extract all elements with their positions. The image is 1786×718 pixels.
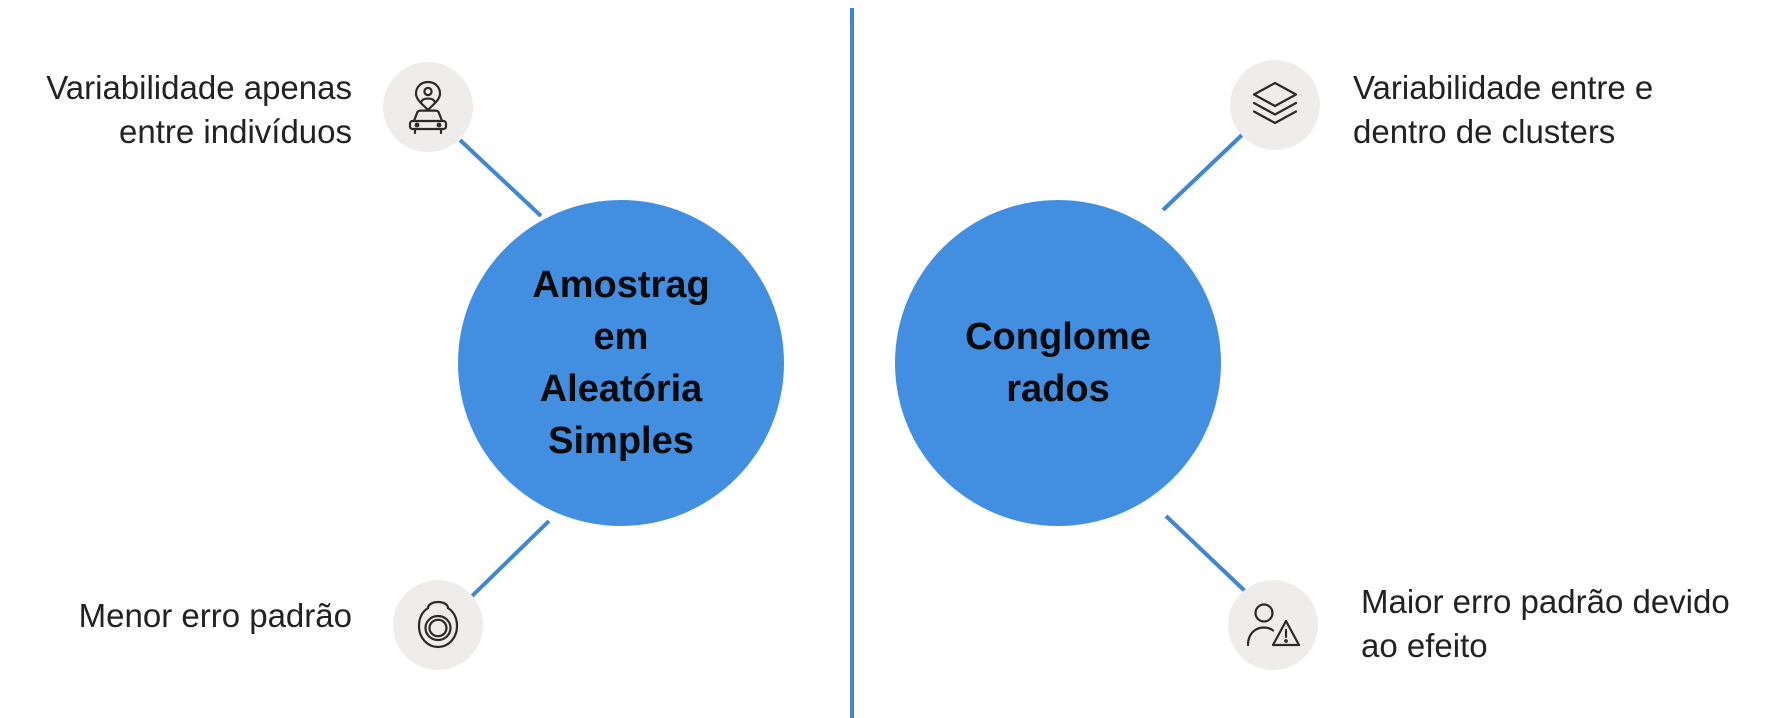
badge-top-left bbox=[383, 62, 473, 152]
connector-top-right bbox=[1161, 131, 1246, 212]
layers-icon bbox=[1249, 79, 1301, 131]
item-label-top-right-line-2: dentro de clusters bbox=[1353, 113, 1616, 150]
ring-icon bbox=[415, 599, 461, 651]
item-label-top-right-line-1: Variabilidade entre e bbox=[1353, 69, 1654, 106]
center-divider bbox=[850, 8, 854, 718]
hub-cluster-sampling: Conglome rados bbox=[895, 200, 1221, 526]
item-label-top-right: Variabilidade entre e dentro de clusters bbox=[1353, 66, 1653, 154]
item-label-top-left-line-2: entre indivíduos bbox=[119, 113, 352, 150]
item-label-bottom-left: Menor erro padrão bbox=[79, 594, 352, 638]
connector-bottom-right bbox=[1164, 514, 1248, 594]
hub-left-line-2: em bbox=[593, 316, 649, 358]
badge-top-right bbox=[1230, 60, 1320, 150]
hub-right-line-2: rados bbox=[1006, 368, 1110, 410]
hub-left-line-1: Amostrag bbox=[532, 264, 710, 306]
hub-left-line-3: Aleatória bbox=[539, 368, 703, 410]
badge-bottom-right bbox=[1228, 580, 1318, 670]
badge-bottom-left bbox=[393, 580, 483, 670]
item-label-bottom-left-line-1: Menor erro padrão bbox=[78, 597, 352, 634]
hub-label-left: Amostrag em Aleatória Simples bbox=[516, 259, 726, 467]
hub-label-right: Conglome rados bbox=[946, 311, 1170, 415]
item-label-bottom-right: Maior erro padrão devido ao efeito bbox=[1361, 580, 1730, 668]
item-label-top-left-line-1: Variabilidade apenas bbox=[46, 69, 352, 106]
item-label-bottom-right-line-2: ao efeito bbox=[1361, 627, 1488, 664]
item-label-bottom-right-line-1: Maior erro padrão devido bbox=[1361, 583, 1730, 620]
hub-left-line-4: Simples bbox=[548, 420, 694, 462]
person-location-car-icon bbox=[406, 79, 450, 135]
connector-top-left bbox=[458, 138, 543, 218]
hub-right-line-1: Conglome bbox=[965, 316, 1151, 358]
connector-bottom-left bbox=[468, 519, 551, 600]
user-warning-icon bbox=[1245, 601, 1301, 649]
item-label-top-left: Variabilidade apenas entre indivíduos bbox=[46, 66, 352, 154]
hub-simple-random-sampling: Amostrag em Aleatória Simples bbox=[458, 200, 784, 526]
